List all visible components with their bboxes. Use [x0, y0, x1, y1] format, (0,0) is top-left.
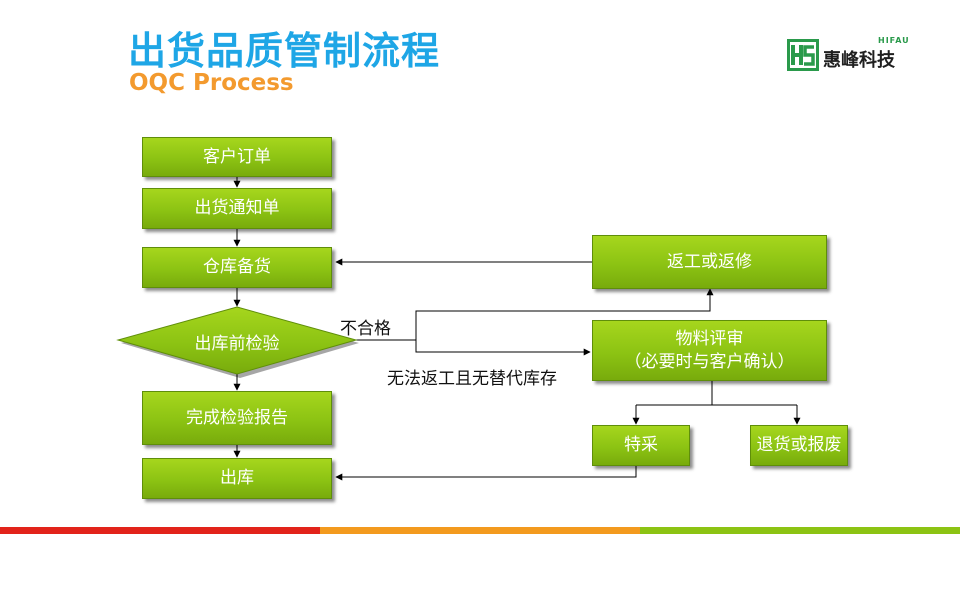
node-complete-report: 完成检验报告: [142, 391, 332, 445]
label-fail: 不合格: [340, 319, 391, 339]
footer-bar-green: [640, 527, 960, 534]
logo-text-cn: 惠峰科技: [823, 50, 895, 71]
arrow-inspection-to-rework: [355, 288, 714, 341]
node-pre-ship-inspection: 出库前检验: [194, 333, 280, 354]
node-mrb-review-line1: 物料评审: [675, 328, 744, 349]
page-subtitle: OQC Process: [129, 70, 294, 96]
diamond-pre-ship-inspection: [116, 306, 358, 375]
node-special-acceptance: 特采: [592, 425, 690, 466]
node-customer-order: 客户订单: [142, 137, 332, 177]
node-outbound: 出库: [142, 458, 332, 499]
node-return-or-scrap: 退货或报废: [750, 425, 848, 466]
node-rework: 返工或返修: [592, 235, 827, 289]
label-no-rework: 无法返工且无替代库存: [387, 369, 557, 389]
company-logo: HIFAU 惠峰科技: [787, 34, 917, 74]
page-title: 出货品质管制流程: [128, 29, 441, 73]
logo-mark-icon: [787, 39, 819, 71]
arrow-special-to-outbound: [335, 466, 637, 481]
logo-text-en: HIFAU: [878, 36, 910, 45]
node-mrb-review: 物料评审 （必要时与客户确认）: [592, 320, 827, 381]
footer-bar-orange: [320, 527, 640, 534]
footer-bar-red: [0, 527, 320, 534]
node-shipping-notice: 出货通知单: [142, 188, 332, 229]
node-mrb-review-line2: （必要时与客户确认）: [624, 351, 795, 372]
node-warehouse-prep: 仓库备货: [142, 247, 332, 288]
arrow-inspection-to-review: [415, 340, 591, 356]
